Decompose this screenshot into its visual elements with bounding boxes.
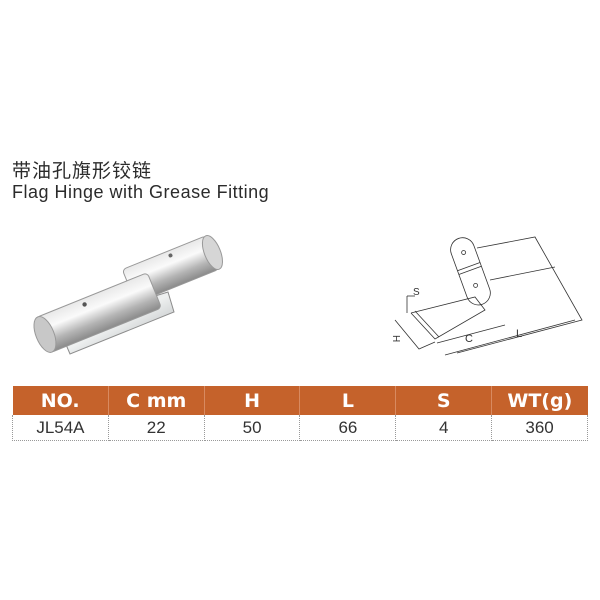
- col-header-no: NO.: [12, 386, 109, 415]
- product-title-english: Flag Hinge with Grease Fitting: [12, 182, 270, 202]
- cell-c: 22: [108, 415, 205, 441]
- spec-table: NO. C mm H L S WT(g) JL54A 22 50 66 4 36…: [12, 386, 588, 441]
- col-header-h: H: [204, 386, 301, 415]
- table-row: JL54A 22 50 66 4 360: [12, 415, 588, 441]
- hinge-technical-drawing: S H C L: [390, 236, 583, 356]
- dim-label-c: C: [465, 333, 473, 345]
- cell-model: JL54A: [12, 415, 109, 441]
- cell-wt: 360: [491, 415, 588, 441]
- col-header-c: C mm: [108, 386, 205, 415]
- cell-s: 4: [395, 415, 493, 441]
- product-title-chinese: 带油孔旗形铰链: [12, 160, 153, 182]
- table-header-row: NO. C mm H L S WT(g): [12, 386, 588, 415]
- dim-label-s: S: [413, 287, 420, 298]
- cell-h: 50: [204, 415, 301, 441]
- cell-l: 66: [299, 415, 397, 441]
- dim-label-l: L: [516, 328, 522, 340]
- dim-label-h: H: [390, 335, 401, 342]
- col-header-s: S: [395, 386, 493, 415]
- col-header-wt: WT(g): [491, 386, 588, 415]
- col-header-l: L: [299, 386, 397, 415]
- hinge-photo: [33, 235, 223, 355]
